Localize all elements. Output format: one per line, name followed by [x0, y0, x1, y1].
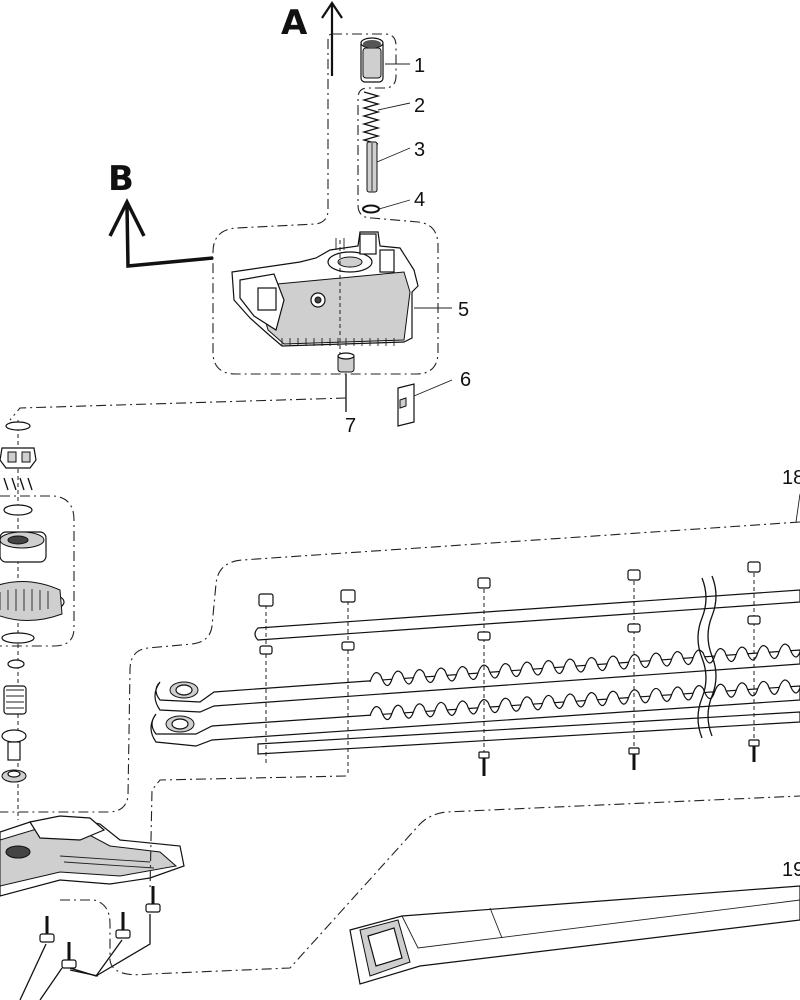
- part-3-pin: [366, 141, 378, 193]
- callout-19: 19: [782, 859, 800, 881]
- part-1-cap: [360, 37, 384, 83]
- blade-screws: [478, 739, 760, 776]
- part-6-plate: [397, 383, 415, 427]
- upper-blade-bar: [254, 589, 800, 641]
- lower-blade-bar: [257, 711, 800, 755]
- left-gear-stack: [0, 420, 65, 820]
- callout-5: 5: [458, 299, 469, 321]
- blade-group-boundary: [0, 521, 800, 813]
- callout-6: 6: [460, 369, 471, 391]
- part-7-bushing: [337, 352, 355, 412]
- screw-leader-lines: [19, 914, 151, 1000]
- callout-1: 1: [414, 55, 425, 77]
- cutter-blade-2: [150, 679, 800, 747]
- cutter-blade-1: [154, 643, 800, 713]
- part-4-washer: [362, 204, 380, 214]
- callout-2: 2: [414, 95, 425, 117]
- blade-nuts: [258, 561, 761, 655]
- base-screws: [39, 886, 161, 969]
- arrow-label-a: A: [281, 3, 308, 43]
- shaft-tube: [349, 885, 800, 985]
- fastener-guides: [265, 566, 755, 776]
- callout-4: 4: [414, 189, 425, 211]
- gearbox-base: [0, 815, 185, 897]
- part-2-spring: [361, 91, 381, 145]
- callout-3: 3: [414, 139, 425, 161]
- break-marks: [697, 575, 717, 739]
- arrow-label-b: B: [108, 159, 134, 199]
- arrow-a: A: [281, 1, 343, 76]
- part-5-gear-housing: [231, 231, 419, 372]
- callout-18: 18: [782, 467, 800, 489]
- callout-7: 7: [345, 415, 356, 437]
- arrow-b: B: [108, 159, 214, 268]
- upper-group-boundary: [212, 33, 439, 375]
